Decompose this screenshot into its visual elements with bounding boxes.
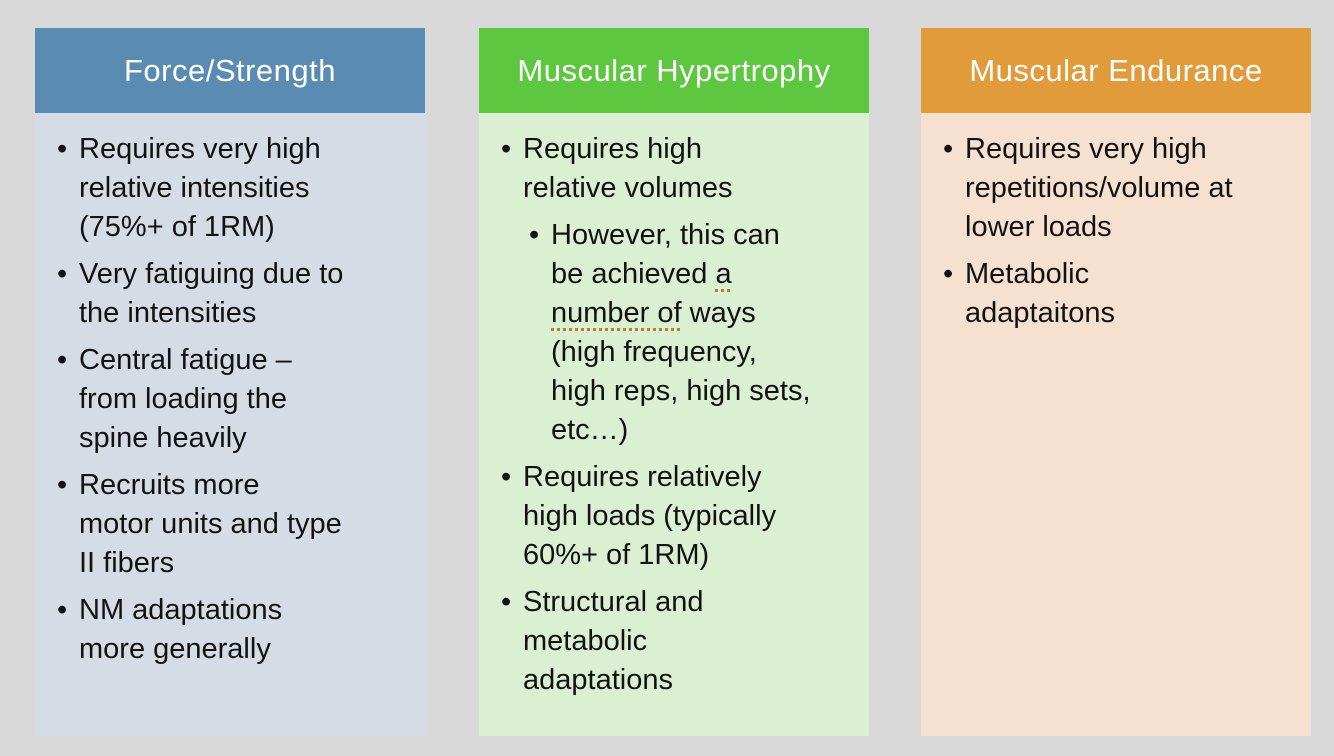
- panel-header-muscular-hypertrophy: Muscular Hypertrophy: [479, 28, 869, 113]
- bullet-item: Requires very high repetitions/volume at…: [941, 130, 1299, 247]
- bullet-list: Requires very high relative intensities …: [55, 130, 413, 669]
- bullet-list: Requires very high repetitions/volume at…: [941, 130, 1299, 333]
- bullet-text: However, this can be achieved a number o…: [551, 219, 811, 446]
- bullet-text-segment: ways (high frequency, high reps, high se…: [551, 297, 811, 446]
- bullet-text-segment: However, this can be achieved: [551, 219, 780, 290]
- panel-body-force-strength: Requires very high relative intensities …: [35, 113, 425, 736]
- panel-muscular-hypertrophy: Muscular Hypertrophy Requires high relat…: [479, 28, 869, 736]
- panel-title: Muscular Endurance: [969, 52, 1263, 88]
- bullet-text: NM adaptations more generally: [79, 594, 283, 665]
- bullet-item-sub: However, this can be achieved a number o…: [527, 216, 857, 450]
- bullet-text: Recruits more motor units and type II fi…: [79, 469, 342, 579]
- panel-muscular-endurance: Muscular Endurance Requires very high re…: [921, 28, 1311, 736]
- bullet-text: Requires very high relative intensities …: [79, 133, 321, 243]
- bullet-text: Requires relatively high loads (typicall…: [523, 461, 777, 571]
- panel-title: Force/Strength: [123, 52, 337, 88]
- bullet-text: Very fatiguing due to the intensities: [79, 258, 344, 329]
- bullet-item: NM adaptations more generally: [55, 591, 413, 669]
- bullet-item: Metabolic adaptaitons: [941, 255, 1299, 333]
- bullet-item: Requires high relative volumes: [499, 130, 857, 208]
- bullet-item: Requires very high relative intensities …: [55, 130, 413, 247]
- bullet-list: Requires high relative volumes However, …: [499, 130, 857, 700]
- panel-header-force-strength: Force/Strength: [35, 28, 425, 113]
- panel-header-muscular-endurance: Muscular Endurance: [921, 28, 1311, 113]
- bullet-text: Metabolic adaptaitons: [965, 258, 1115, 329]
- panel-force-strength: Force/Strength Requires very high relati…: [35, 28, 425, 736]
- bullet-text: Structural and metabolic adaptations: [523, 586, 704, 696]
- bullet-item: Very fatiguing due to the intensities: [55, 255, 413, 333]
- panel-body-muscular-endurance: Requires very high repetitions/volume at…: [921, 113, 1311, 736]
- spellcheck-underlined-text: a number of: [551, 258, 732, 329]
- bullet-text: Requires high relative volumes: [523, 133, 733, 204]
- bullet-item: Recruits more motor units and type II fi…: [55, 466, 413, 583]
- panel-title: Muscular Hypertrophy: [517, 52, 831, 88]
- bullet-text: Central fatigue – from loading the spine…: [79, 344, 292, 454]
- bullet-text: Requires very high repetitions/volume at…: [965, 133, 1233, 243]
- bullet-item: Requires relatively high loads (typicall…: [499, 458, 857, 575]
- panel-body-muscular-hypertrophy: Requires high relative volumes However, …: [479, 113, 869, 736]
- bullet-item: Central fatigue – from loading the spine…: [55, 341, 413, 458]
- bullet-item: Structural and metabolic adaptations: [499, 583, 857, 700]
